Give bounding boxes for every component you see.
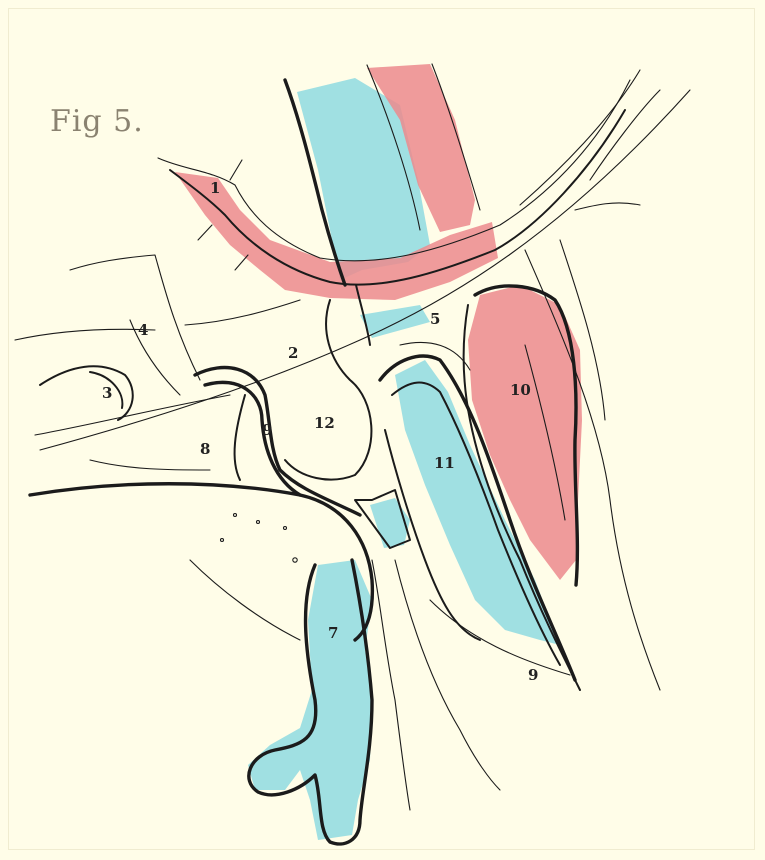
label-11: 11 (434, 454, 455, 472)
label-9-right: 9 (528, 666, 538, 684)
label-5: 5 (430, 310, 440, 328)
label-9-left: 9 (262, 421, 272, 439)
label-7: 7 (328, 624, 338, 642)
label-12: 12 (314, 414, 335, 432)
label-1: 1 (210, 179, 220, 197)
label-8: 8 (200, 440, 210, 458)
vein-7-wash (248, 560, 372, 840)
label-2: 2 (288, 344, 298, 362)
vein-mid-wash (360, 305, 430, 338)
label-10: 10 (510, 381, 531, 399)
label-4: 4 (138, 321, 148, 339)
label-3: 3 (102, 384, 112, 402)
